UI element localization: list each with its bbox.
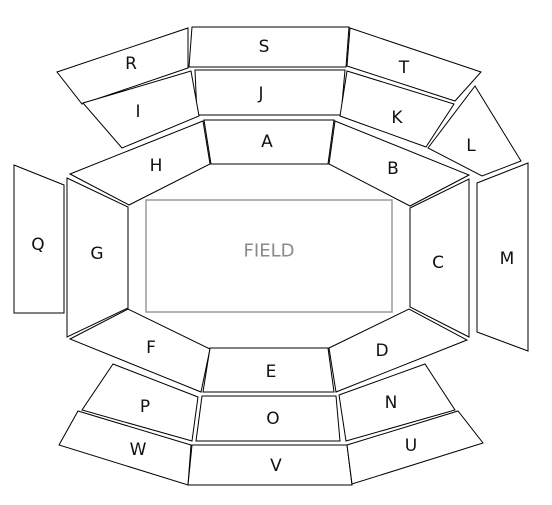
section-v[interactable]: V bbox=[187, 444, 353, 486]
section-e[interactable]: E bbox=[202, 347, 335, 393]
section-q[interactable]: Q bbox=[13, 164, 65, 314]
section-l[interactable]: L bbox=[427, 85, 522, 177]
field-label: FIELD bbox=[244, 241, 295, 262]
section-m[interactable]: M bbox=[476, 162, 529, 352]
section-c[interactable]: C bbox=[409, 178, 470, 338]
section-a[interactable]: A bbox=[203, 119, 335, 165]
section-s[interactable]: S bbox=[188, 26, 350, 68]
section-o[interactable]: O bbox=[195, 395, 341, 442]
field-area bbox=[145, 199, 393, 313]
section-g[interactable]: G bbox=[66, 177, 129, 338]
section-j[interactable]: J bbox=[194, 69, 346, 116]
